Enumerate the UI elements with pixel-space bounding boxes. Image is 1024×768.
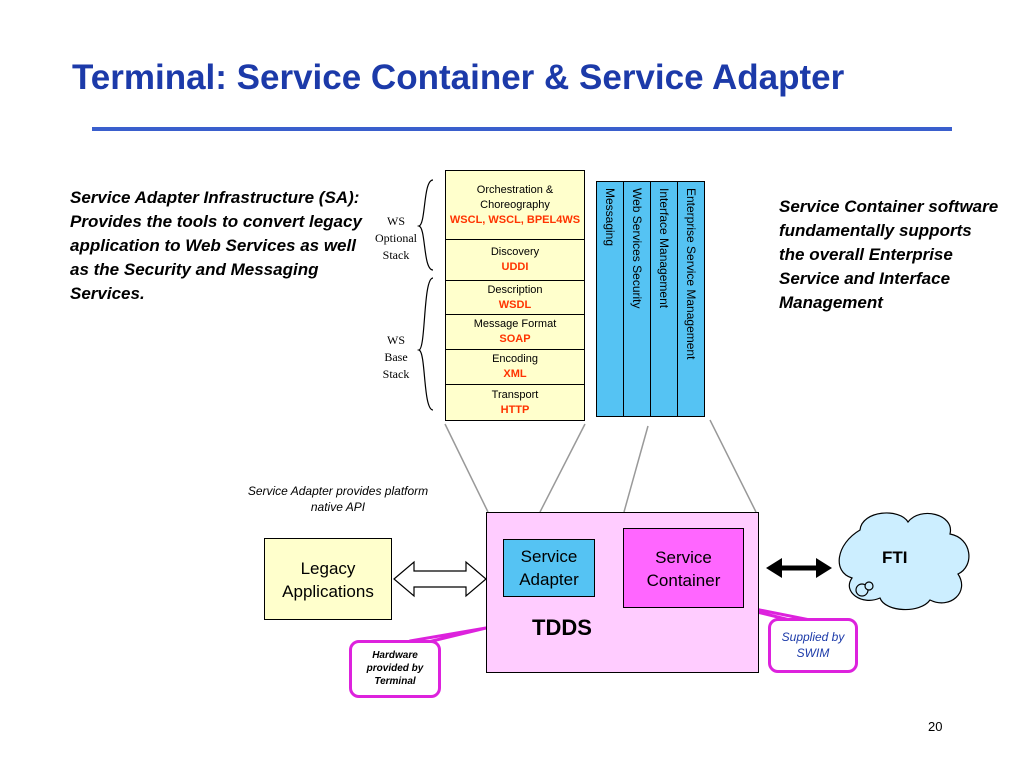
service-adapter-box: Service Adapter — [503, 539, 595, 597]
fti-label: FTI — [882, 548, 908, 567]
stack-layer-orchestration: Orchestration & Choreography WSCL, WSCL,… — [445, 170, 585, 240]
page-title: Terminal: Service Container & Service Ad… — [72, 58, 845, 97]
stack-layer-discovery: Discovery UDDI — [445, 239, 585, 281]
columns-to-container-line-right — [709, 419, 757, 513]
fti-arrow-left-head — [766, 558, 782, 578]
service-adapter-note: Service Adapter provides platform native… — [247, 484, 429, 514]
legacy-double-arrow-icon — [393, 560, 487, 598]
title-divider — [92, 127, 952, 131]
base-stack-brace-icon — [416, 277, 434, 411]
column-web-services-security: Web Services Security — [623, 181, 651, 417]
stack-layer-encoding: Encoding XML — [445, 349, 585, 385]
stack-to-adapter-line — [444, 423, 489, 513]
legacy-applications-box: Legacy Applications — [264, 538, 392, 620]
stack-layer-message-format: Message Format SOAP — [445, 314, 585, 350]
stack-layer-description: Description WSDL — [445, 280, 585, 315]
stack-to-adapter-line-right — [539, 423, 586, 513]
fti-cloud-icon — [838, 512, 970, 611]
ws-optional-stack-label: WS Optional Stack — [375, 214, 417, 262]
ws-base-stack-label: WS Base Stack — [382, 333, 410, 381]
fti-arrow-right-head — [816, 558, 832, 578]
tdds-label: TDDS — [532, 615, 592, 640]
service-container-description: Service Container software fundamentally… — [779, 197, 999, 312]
columns-to-container-line-left — [623, 425, 649, 513]
column-enterprise-service-management: Enterprise Service Management — [677, 181, 705, 417]
column-interface-management: Interface Management — [650, 181, 678, 417]
hardware-callout: Hardware provided by Terminal — [349, 640, 441, 698]
service-adapter-description: Service Adapter Infrastructure (SA): Pro… — [70, 188, 362, 303]
page-number: 20 — [928, 719, 943, 734]
column-messaging: Messaging — [596, 181, 624, 417]
service-container-box: Service Container — [623, 528, 744, 608]
optional-stack-brace-icon — [416, 179, 434, 271]
stack-layer-transport: Transport HTTP — [445, 384, 585, 421]
swim-callout: Supplied by SWIM — [768, 618, 858, 673]
